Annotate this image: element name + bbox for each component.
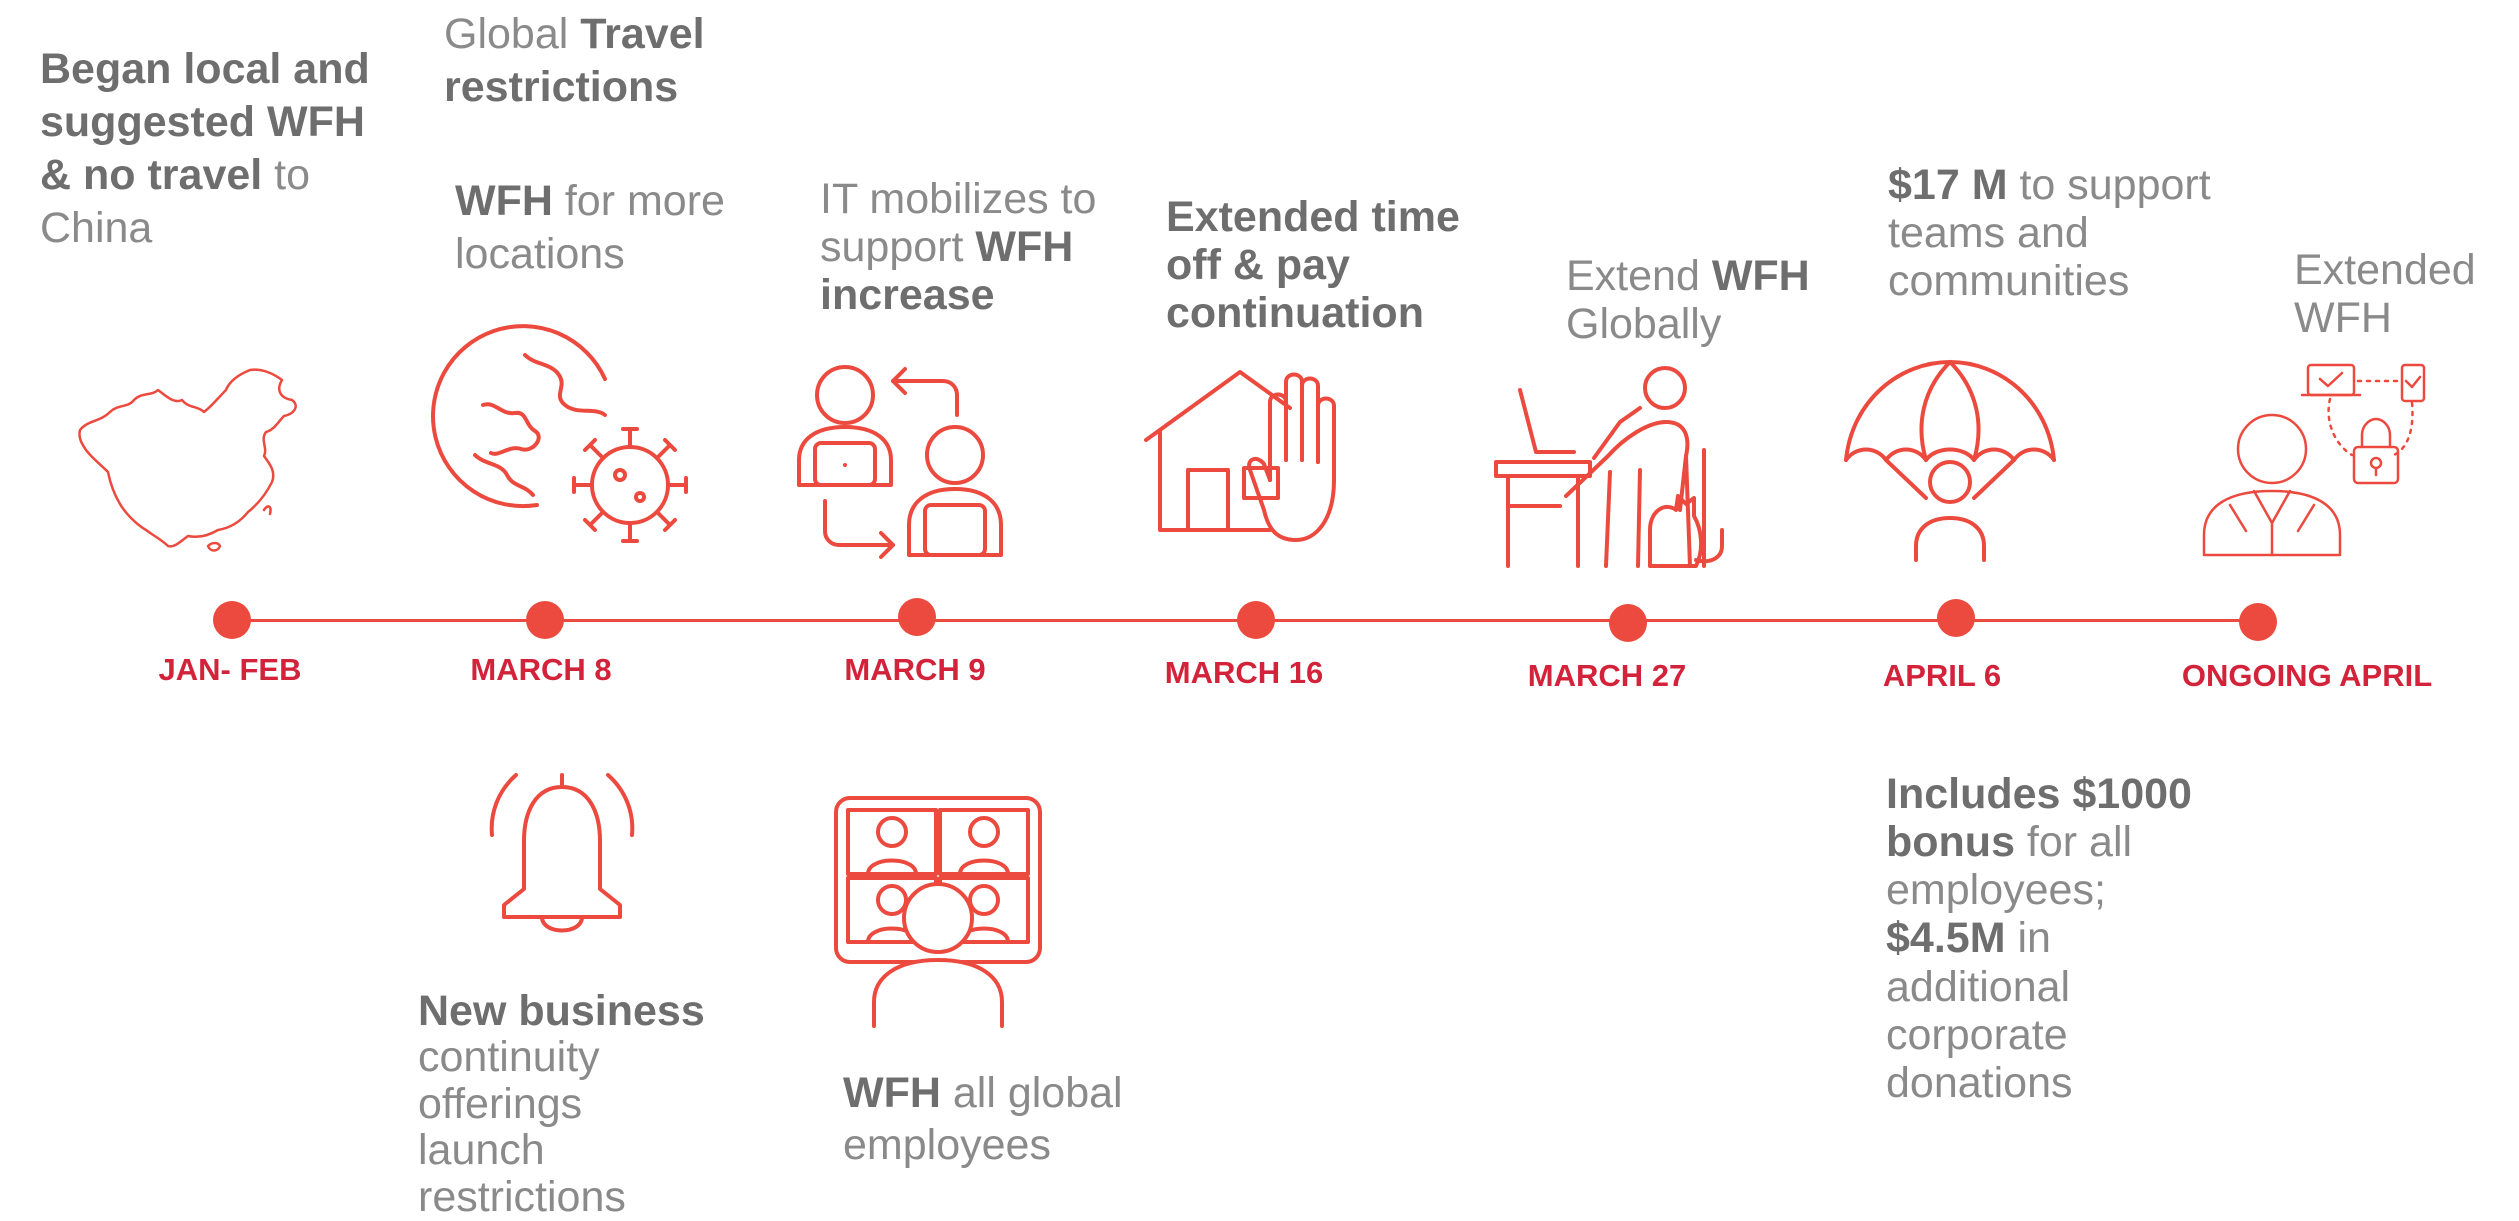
china-map-icon	[78, 368, 297, 552]
emphasis-text: WFH	[843, 1069, 941, 1117]
milestone-text-april-6: $17 M to support teams and communities	[1888, 161, 2258, 305]
lower-text-march-9: WFH all global employees	[843, 1068, 1163, 1171]
remote-workers-exchange-icon	[797, 365, 1003, 559]
emphasis-text: Began local and suggested WFH & no trave…	[40, 45, 370, 199]
house-hand-icon	[1144, 370, 1336, 542]
date-label: ONGOING APRIL	[2181, 658, 2433, 693]
body-text: continuity offerings launch restrictions	[418, 1033, 626, 1221]
secure-remote-user-icon	[2202, 363, 2426, 557]
timeline-dot-jan-feb	[213, 601, 251, 639]
video-conference-icon	[834, 796, 1042, 1028]
emphasis-text: WFH increase	[820, 223, 1074, 320]
date-label: MARCH 16	[1164, 655, 1324, 690]
home-desk-cat-icon	[1494, 366, 1724, 568]
date-label: MARCH 9	[844, 652, 986, 687]
milestone-text-ongoing-april: Extended WFH	[2294, 246, 2494, 342]
lower-text-april-6: Includes $1000 bonus for all employees; …	[1886, 770, 2216, 1107]
milestone-top-text-march-8: Global Travel restrictions	[444, 8, 734, 114]
date-label: JAN- FEB	[158, 652, 302, 687]
body-text: to China	[40, 150, 311, 252]
timeline-dot-march-9	[898, 598, 936, 636]
timeline-dot-march-16	[1237, 601, 1275, 639]
body-text: Extended WFH	[2294, 246, 2476, 343]
emphasis-text: $17 M	[1888, 161, 2008, 209]
bell-icon	[489, 773, 635, 933]
body-text: Global	[444, 10, 581, 58]
milestone-text-jan-feb: Began local and suggested WFH & no trave…	[40, 43, 380, 255]
body-text: for more locations	[455, 177, 725, 278]
date-label: MARCH 27	[1527, 658, 1687, 693]
body-text: all global employees	[843, 1069, 1123, 1169]
emphasis-text: Includes $1000 bonus	[1886, 770, 2192, 867]
milestone-text-march-8: WFH for more locations	[455, 175, 765, 281]
umbrella-person-icon	[1844, 360, 2056, 562]
milestone-text-march-27: Extend WFH Globally	[1566, 252, 1856, 348]
emphasis-text: Extended time off & pay continuation	[1166, 193, 1460, 338]
body-text: for all employees;	[1886, 818, 2133, 915]
body-text: IT mobilizes to support	[820, 175, 1097, 272]
emphasis-text: WFH	[455, 177, 553, 225]
globe-virus-icon	[431, 324, 688, 543]
timeline-dot-ongoing-april	[2239, 603, 2277, 641]
emphasis-text: Travel restrictions	[444, 10, 705, 111]
emphasis-text: WFH	[1711, 252, 1810, 300]
milestone-text-march-16: Extended time off & pay continuation	[1166, 193, 1496, 337]
body-text: to support teams and communities	[1888, 161, 2211, 306]
body-text: Globally	[1566, 300, 1722, 349]
body-text: Extend	[1566, 252, 1712, 300]
milestone-text-march-9: IT mobilizes to support WFH increase	[820, 175, 1120, 319]
timeline-dot-march-8	[526, 601, 564, 639]
timeline-dot-march-27	[1609, 604, 1647, 642]
body-text: in additional corporate donations	[1886, 914, 2073, 1107]
timeline-dot-april-6	[1937, 599, 1975, 637]
lower-text-march-8: New business continuity offerings launch…	[418, 988, 708, 1220]
emphasis-text: New business	[418, 987, 705, 1035]
date-label: MARCH 8	[470, 652, 612, 687]
date-label: APRIL 6	[1882, 658, 2002, 693]
emphasis-text: $4.5M	[1886, 914, 2006, 963]
